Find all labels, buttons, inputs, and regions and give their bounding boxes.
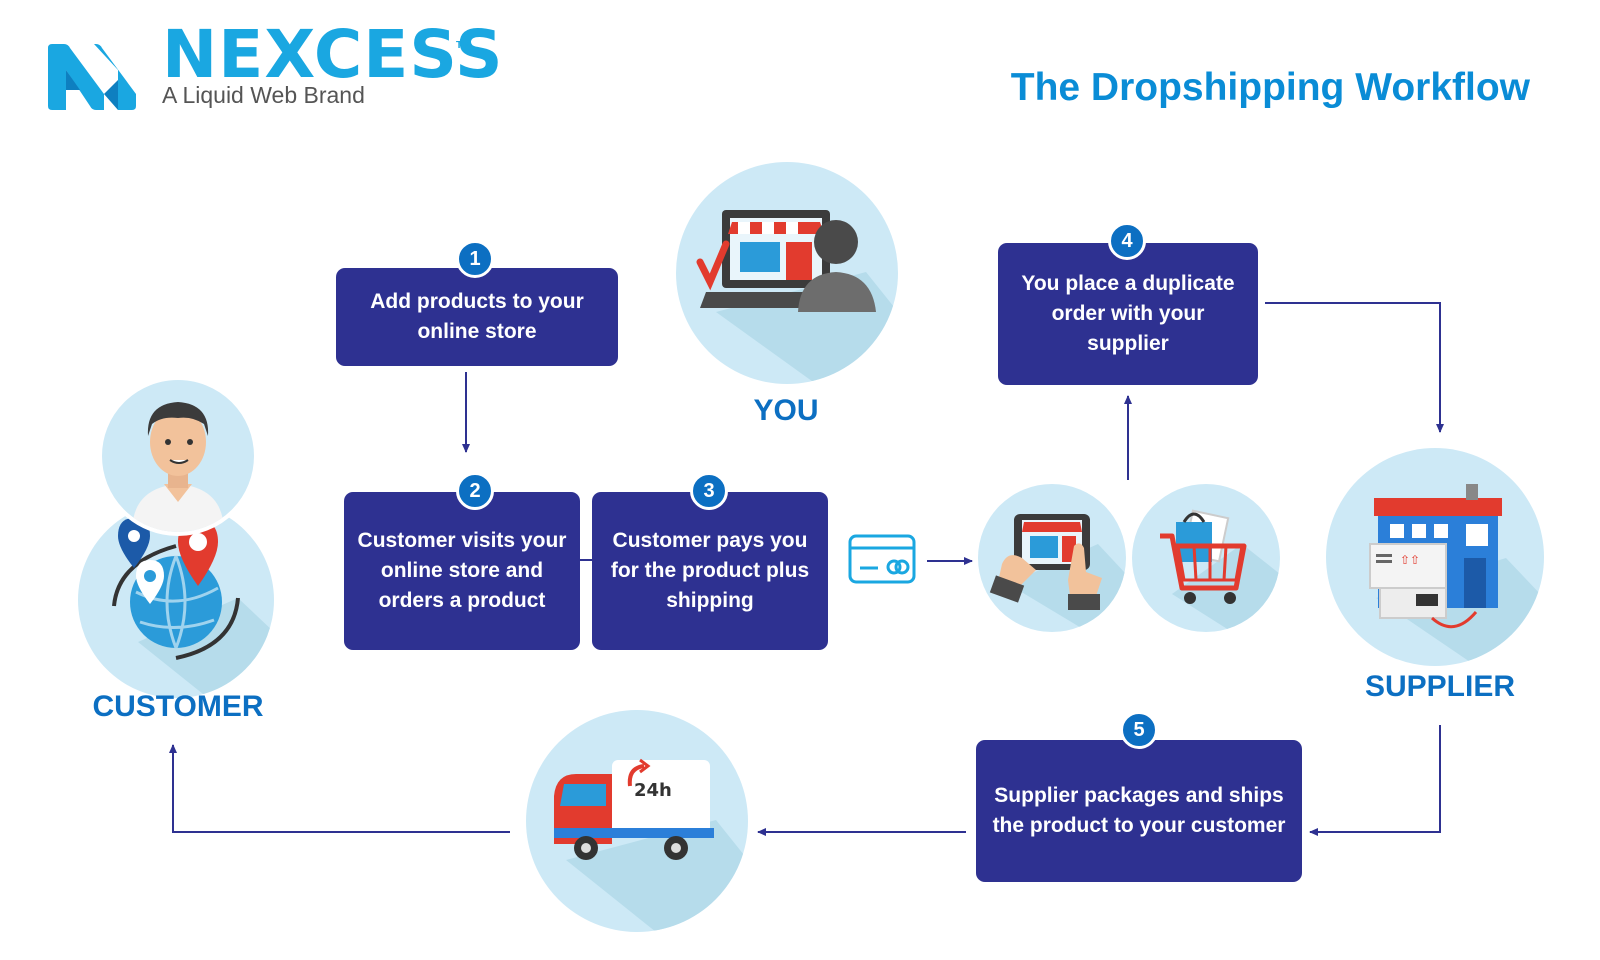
step-5-badge: 5 (1120, 711, 1158, 749)
laptop-store-user-icon (696, 210, 898, 384)
step-5-text: Supplier packages and ships the product … (992, 784, 1286, 837)
you-circle (676, 162, 898, 384)
step-3-text: Customer pays you for the product plus s… (610, 529, 810, 612)
warehouse-building-icon: ⇧⇧ (1369, 484, 1544, 666)
step-5-box: Supplier packages and ships the product … (976, 740, 1302, 882)
step-4-text: You place a duplicate order with your su… (1021, 272, 1235, 355)
step-4-box: You place a duplicate order with your su… (998, 243, 1258, 385)
brand-tagline: A Liquid Web Brand (162, 82, 365, 108)
role-customer: CUSTOMER (92, 690, 264, 723)
truck-24h-label: 24h (634, 780, 672, 801)
arrow-truck-to-customer (169, 744, 510, 833)
shopping-cart-icon (1160, 509, 1280, 632)
step-1-text: Add products to your online store (370, 290, 584, 343)
step-3-box: Customer pays you for the product plus s… (592, 492, 828, 650)
supplier-circle: ⇧⇧ (1326, 448, 1544, 666)
tablet-shopping-icon (989, 514, 1126, 632)
credit-card-icon (848, 534, 916, 584)
step-2-box: Customer visits your online store and or… (344, 492, 580, 650)
brand-name: NEXCESS (162, 16, 504, 93)
step-2-text: Customer visits your online store and or… (357, 529, 567, 612)
svg-text:⇧⇧: ⇧⇧ (1400, 553, 1420, 567)
arrow-step4-to-supplier (1265, 302, 1444, 433)
arrow-supplier-to-step5 (1309, 725, 1441, 836)
customer-avatar-circle (98, 376, 258, 536)
step-1-badge: 1 (456, 240, 494, 278)
brand-logo: NEXCESS TM A Liquid Web Brand (44, 22, 502, 126)
globe-circle (78, 502, 274, 698)
step-1-box: Add products to your online store (336, 268, 618, 366)
customer-avatar-icon (132, 402, 224, 532)
truck-circle: 24h (526, 710, 748, 932)
cart-circle (1132, 484, 1280, 632)
role-supplier: SUPPLIER (1364, 670, 1516, 703)
nexcess-logo-icon (48, 44, 136, 110)
tablet-circle (978, 484, 1126, 632)
delivery-truck-24h-icon: 24h (554, 758, 748, 932)
step-3-badge: 3 (690, 472, 728, 510)
step-2-badge: 2 (456, 472, 494, 510)
globe-location-icon (112, 518, 274, 698)
role-you: YOU (753, 394, 819, 427)
step-4-badge: 4 (1108, 222, 1146, 260)
brand-tm: TM (456, 40, 471, 51)
page-title: The Dropshipping Workflow (1010, 66, 1530, 109)
